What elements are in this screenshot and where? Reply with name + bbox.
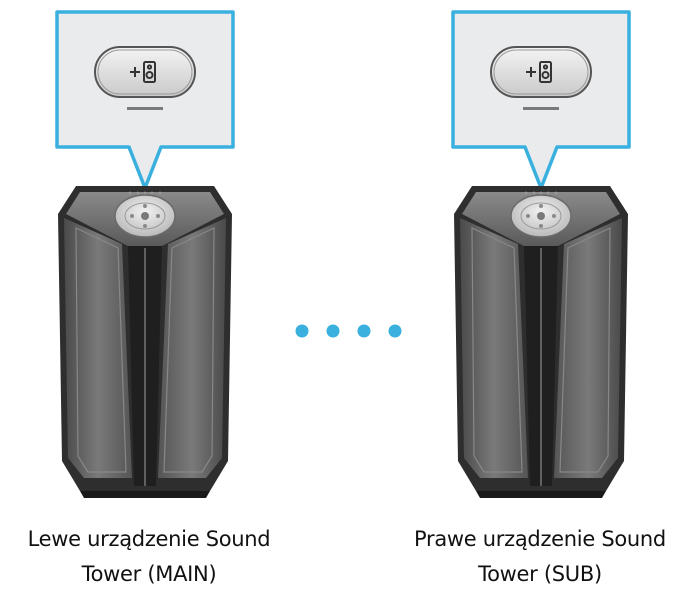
callout-main <box>55 10 235 190</box>
caption-main-line2: Tower (MAIN) <box>81 562 217 586</box>
caption-sub-line2: Tower (SUB) <box>478 562 602 586</box>
callout-sub <box>451 10 631 190</box>
add-stereo-button-main[interactable] <box>95 47 195 97</box>
caption-sub: Prawe urządzenie Sound Tower (SUB) <box>390 522 682 592</box>
speaker-main <box>57 185 233 499</box>
caption-sub-line1: Prawe urządzenie Sound <box>414 527 666 551</box>
dotted-link-icon <box>295 324 402 338</box>
caption-main-line1: Lewe urządzenie Sound <box>27 527 271 551</box>
speaker-sub <box>453 185 629 499</box>
caption-main: Lewe urządzenie Sound Tower (MAIN) <box>0 522 299 592</box>
add-stereo-button-sub[interactable] <box>491 47 591 97</box>
